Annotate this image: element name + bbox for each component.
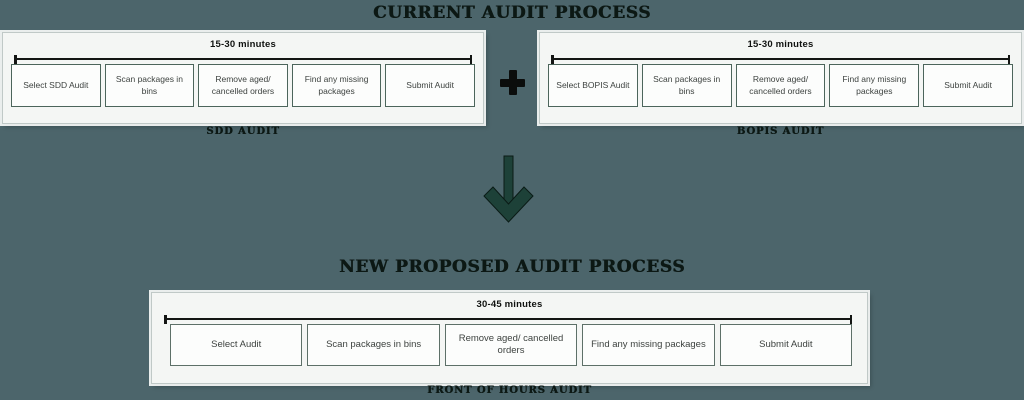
- plus-icon: [500, 70, 525, 95]
- step-box: Select SDD Audit: [11, 64, 101, 107]
- step-box: Select BOPIS Audit: [548, 64, 638, 107]
- step-box: Select Audit: [170, 324, 303, 366]
- current-process-title: CURRENT AUDIT PROCESS: [373, 3, 651, 23]
- steps-row: Select SDD Audit Scan packages in bins R…: [11, 64, 475, 107]
- duration-label: 15-30 minutes: [747, 39, 814, 50]
- step-box: Remove aged/ cancelled orders: [198, 64, 288, 107]
- step-box: Remove aged/ cancelled orders: [444, 324, 578, 366]
- sdd-audit-caption: SDD AUDIT: [206, 126, 280, 137]
- step-box: Find any missing packages: [291, 64, 382, 107]
- duration-label: 15-30 minutes: [210, 39, 276, 50]
- down-arrow-icon: [483, 155, 534, 223]
- steps-row: Select Audit Scan packages in bins Remov…: [170, 324, 853, 366]
- step-box: Find any missing packages: [582, 324, 715, 366]
- duration-bracket: [164, 314, 852, 324]
- sdd-audit-panel: 15-30 minutes Select SDD Audit Scan pack…: [2, 32, 484, 124]
- step-box: Submit Audit: [719, 324, 853, 366]
- bopis-audit-caption: BOPIS AUDIT: [736, 126, 825, 137]
- step-box: Scan packages in bins: [641, 64, 732, 107]
- bopis-audit-panel: 15-30 minutes Select BOPIS Audit Scan pa…: [539, 32, 1022, 124]
- step-box: Scan packages in bins: [307, 324, 440, 366]
- step-box: Find any missing packages: [829, 64, 920, 107]
- step-box: Submit Audit: [923, 64, 1013, 107]
- duration-label: 30-45 minutes: [476, 299, 543, 310]
- duration-bracket: [551, 54, 1010, 64]
- proposed-process-title: NEW PROPOSED AUDIT PROCESS: [339, 257, 685, 277]
- steps-row: Select BOPIS Audit Scan packages in bins…: [548, 64, 1013, 107]
- front-of-hours-caption: FRONT OF HOURS AUDIT: [427, 385, 592, 396]
- step-box: Submit Audit: [385, 64, 475, 107]
- duration-bracket: [14, 54, 472, 64]
- step-box: Scan packages in bins: [104, 64, 195, 107]
- step-box: Remove aged/ cancelled orders: [735, 64, 826, 107]
- front-of-hours-panel: 30-45 minutes Select Audit Scan packages…: [151, 292, 868, 384]
